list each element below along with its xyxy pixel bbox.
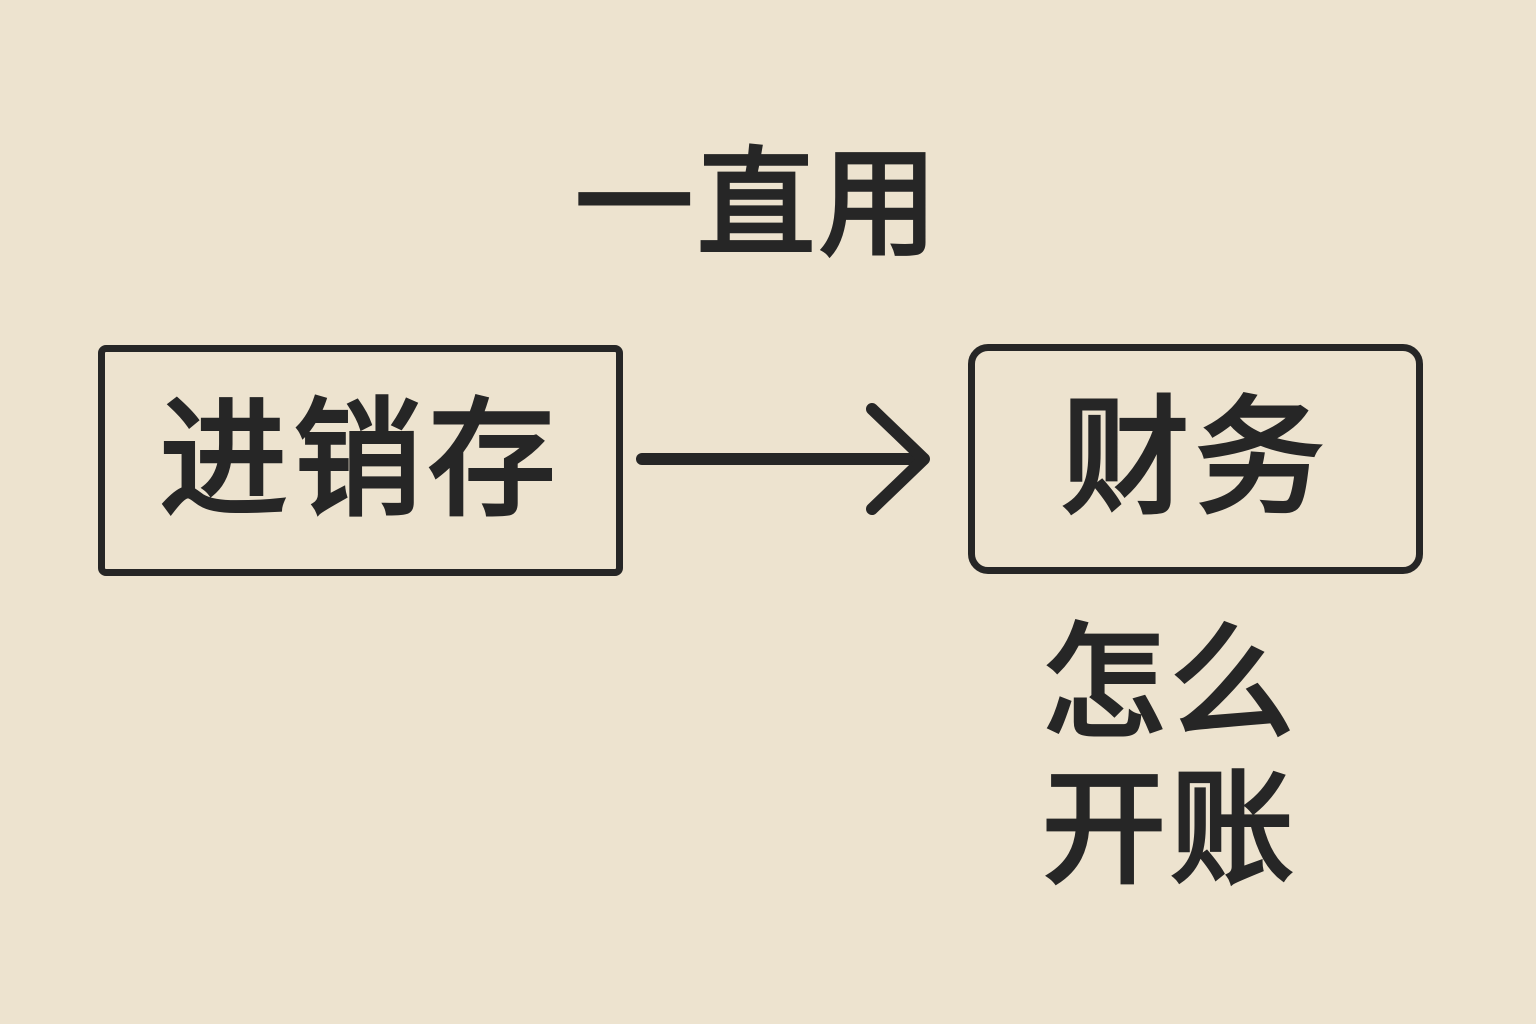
top-label: 一直用: [575, 135, 942, 273]
target-box: 财务: [968, 344, 1423, 574]
question-line-1: 怎么: [1042, 612, 1299, 756]
target-box-label: 财务: [1061, 384, 1330, 533]
arrow-icon: [636, 403, 930, 515]
source-box-label: 进销存: [159, 385, 562, 535]
question-line-2: 开账: [1042, 758, 1299, 902]
source-box: 进销存: [98, 345, 623, 576]
